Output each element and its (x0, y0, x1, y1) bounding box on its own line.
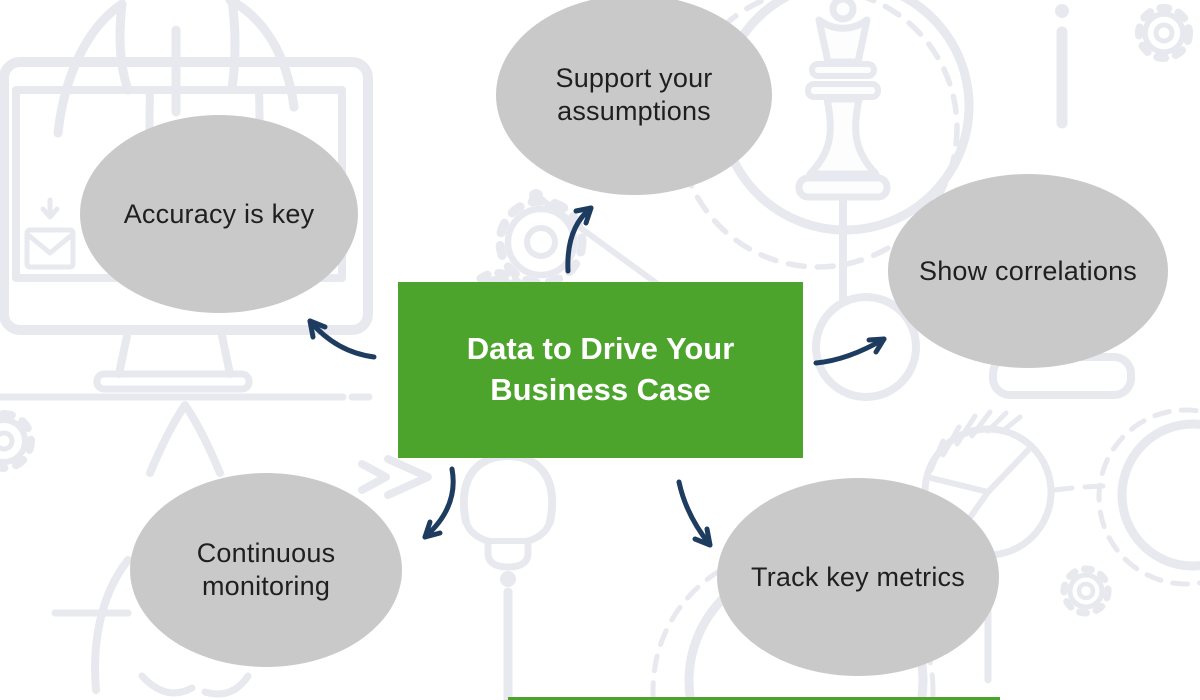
lightbulb-doodle (459, 452, 557, 700)
node-label: Support your assumptions (555, 63, 713, 126)
node-track-key-metrics[interactable]: Track key metrics (717, 478, 999, 676)
gear-icon (1060, 565, 1112, 617)
pie-chart-doodle (921, 409, 1055, 684)
node-label: Continuous monitoring (196, 538, 336, 601)
gear-icon (0, 410, 35, 472)
node-continuous-monitoring[interactable]: Continuous monitoring (130, 473, 402, 667)
node-label: Track key metrics (751, 561, 965, 592)
rocket-doodle (51, 401, 252, 698)
green-strip (508, 697, 1000, 700)
node-accuracy[interactable]: Accuracy is key (80, 115, 358, 313)
chevron-icon (358, 455, 432, 499)
gear-icon (1135, 4, 1193, 62)
dashed-circle-doodle (1051, 407, 1200, 587)
node-label: Accuracy is key (123, 198, 315, 229)
line-dot-doodle (1055, 4, 1069, 129)
central-topic-box[interactable]: Data to Drive Your Business Case (398, 282, 803, 458)
node-show-correlations[interactable]: Show correlations (888, 174, 1168, 368)
node-label: Show correlations (918, 255, 1137, 286)
central-topic-title: Data to Drive Your Business Case (466, 331, 735, 407)
node-support-assumptions[interactable]: Support your assumptions (496, 0, 772, 195)
